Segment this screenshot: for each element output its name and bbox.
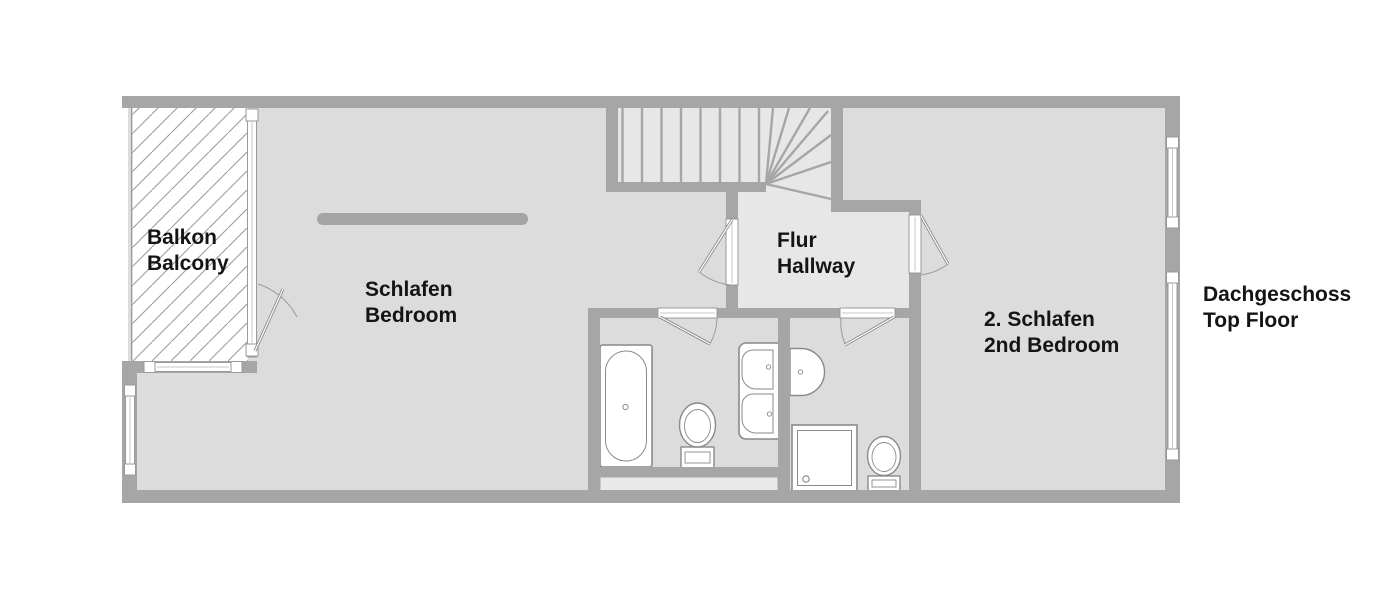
window-right-upper <box>1166 136 1179 229</box>
bathtub-icon <box>599 344 653 468</box>
door-swing-hallway <box>697 219 734 286</box>
window-under-balcony <box>143 361 243 373</box>
wall-top <box>122 96 1180 108</box>
floor-annotation-de: Dachgeschoss <box>1203 283 1352 306</box>
wall-stair-bottom <box>606 182 766 192</box>
window-right-lower <box>1166 271 1179 461</box>
toilet-icon <box>678 402 717 469</box>
door-opening-bathroom2 <box>839 307 896 319</box>
shower-icon <box>791 424 858 492</box>
balcony-label-en: Balcony <box>147 252 229 275</box>
wardrobe-bar <box>317 213 528 225</box>
double-washbasin-icon <box>738 342 784 440</box>
wall-stair-left <box>606 108 618 192</box>
bedroom2-label-en: 2nd Bedroom <box>984 334 1120 357</box>
wall-bathrooms-top <box>588 308 921 318</box>
door-opening-bathroom1 <box>657 307 718 319</box>
wall-niche <box>597 467 781 477</box>
wall-between-bathrooms <box>778 308 790 490</box>
door-swing-bathroom2 <box>840 315 895 347</box>
bathroom-niche <box>599 476 779 492</box>
window-left <box>124 384 136 476</box>
wall-stair-right <box>831 108 843 211</box>
hallway-label: Flur Hallway <box>777 228 855 280</box>
balcony-door <box>245 108 259 358</box>
hallway-label-en: Hallway <box>777 255 856 278</box>
floor-annotation: Dachgeschoss Top Floor <box>1203 282 1351 334</box>
floor-annotation-en: Top Floor <box>1203 309 1299 332</box>
bedroom2-label-de: 2. Schlafen <box>984 308 1095 331</box>
bedroom2-label: 2. Schlafen 2nd Bedroom <box>984 307 1119 359</box>
door-swing-bathroom1 <box>659 315 718 346</box>
balcony-label: Balkon Balcony <box>147 225 229 277</box>
bedroom-label-de: Schlafen <box>365 278 453 301</box>
windows-and-openings <box>124 108 1179 476</box>
door-swing-bedroom2 <box>919 215 950 276</box>
door-opening-bedroom2 <box>908 214 922 274</box>
toilet-2-icon <box>866 435 902 492</box>
stairs <box>621 107 832 201</box>
door-swing-balcony <box>253 283 298 352</box>
stairs-winders <box>764 107 832 201</box>
hallway-stairs-floor <box>618 108 909 308</box>
door-opening-hallway <box>725 218 739 286</box>
bedroom-label: Schlafen Bedroom <box>365 277 457 329</box>
wall-bathroom1-left <box>588 308 600 490</box>
door-swings <box>253 215 950 352</box>
balcony-label-de: Balkon <box>147 226 218 249</box>
washbasin-icon <box>789 347 826 397</box>
wall-bottom <box>122 490 1180 503</box>
wall-notch <box>831 200 921 212</box>
balcony-area <box>130 106 248 362</box>
hallway-label-de: Flur <box>777 229 817 252</box>
bedroom-label-en: Bedroom <box>365 304 458 327</box>
